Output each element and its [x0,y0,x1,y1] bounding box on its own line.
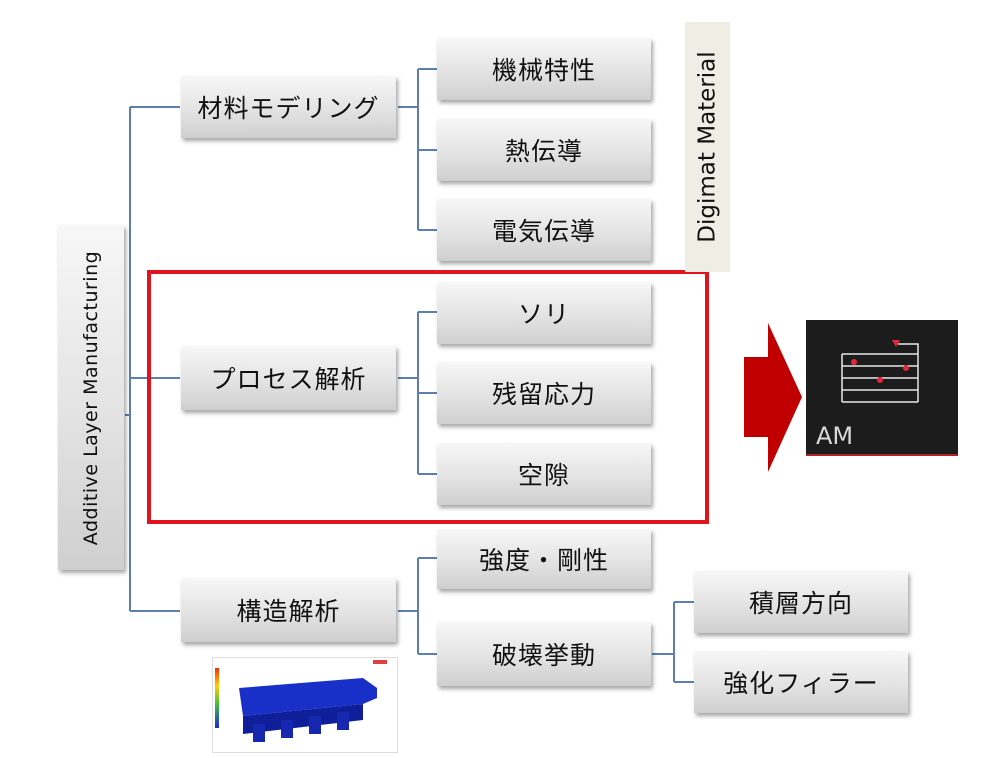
node-residual-stress[interactable]: 残留応力 [437,362,651,424]
layer-stack-icon [841,340,919,403]
fea-model-image [215,660,387,742]
side-label-box: Digimat Material [685,22,730,272]
node-thermal-conduction[interactable]: 熱伝導 [437,119,651,181]
branch-material-modeling[interactable]: 材料モデリング [181,76,396,138]
am-label: AM [816,422,854,450]
connector-root-trunk [125,107,131,611]
simulation-thumbnail [212,657,398,753]
node-fracture-behavior[interactable]: 破壊挙動 [437,622,651,686]
branch-process-analysis[interactable]: プロセス解析 [181,346,396,410]
am-underline [806,454,958,456]
node-build-direction[interactable]: 積層方向 [694,571,908,633]
highlight-frame [147,270,709,524]
node-warpage[interactable]: ソリ [437,282,651,344]
node-electrical-conduction[interactable]: 電気伝導 [437,199,651,261]
node-voids[interactable]: 空隙 [437,443,651,505]
connector-branch3 [398,557,437,655]
node-mechanical-properties[interactable]: 機械特性 [437,38,651,100]
branch-structural-analysis[interactable]: 構造解析 [181,578,396,642]
node-strength-stiffness[interactable]: 強度・剛性 [437,529,651,589]
node-reinforcing-filler[interactable]: 強化フィラー [694,651,908,713]
connector-branch2 [398,311,437,475]
am-product-panel[interactable]: AM [806,320,958,456]
connector-branch1 [398,68,437,231]
connector-sub-branch [652,601,694,683]
root-node[interactable]: Additive Layer Manufacturing [58,225,124,570]
